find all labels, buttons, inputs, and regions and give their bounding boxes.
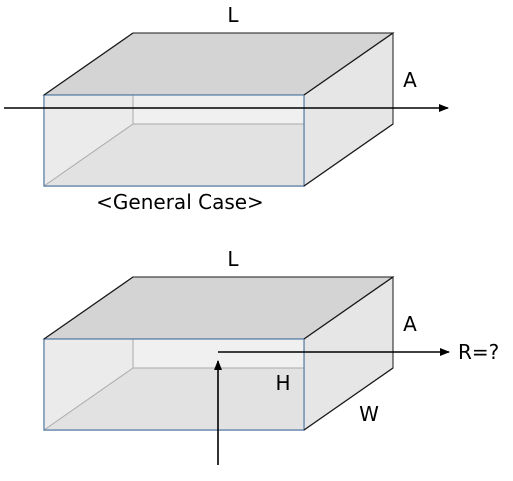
box-inner-left	[44, 95, 133, 186]
label-height: H	[275, 371, 290, 395]
label-length-top: L	[227, 3, 239, 27]
general-case-box	[42, 32, 395, 187]
box-inner-left	[44, 339, 133, 430]
label-length-bottom: L	[227, 247, 239, 271]
result-box	[42, 276, 395, 431]
label-result: R=?	[458, 340, 499, 364]
caption-general-case: <General Case>	[96, 190, 264, 214]
box-inner-floor	[44, 124, 304, 186]
box-inner-back	[133, 95, 304, 124]
box-inner-back	[133, 339, 304, 368]
label-side-bottom: A	[403, 312, 417, 336]
label-side-top: A	[403, 68, 417, 92]
label-width: W	[359, 402, 379, 426]
box-inner-floor	[44, 368, 304, 430]
